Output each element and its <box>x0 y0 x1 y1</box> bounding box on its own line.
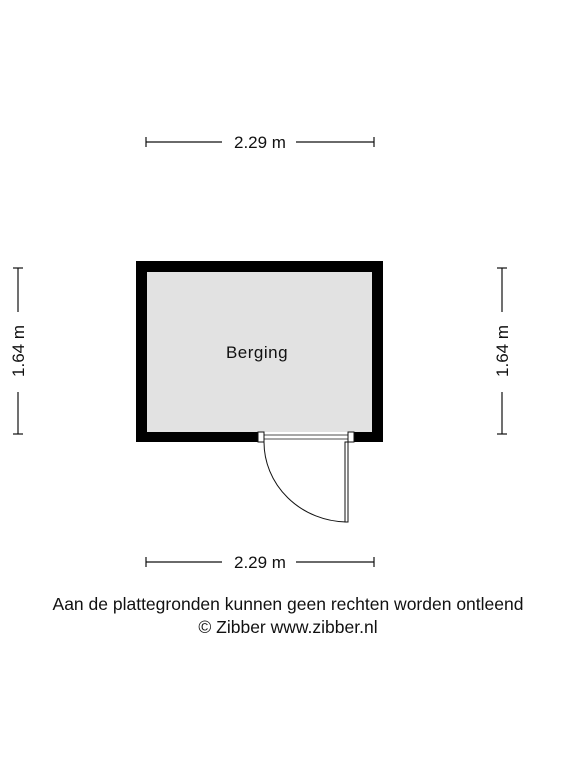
disclaimer-text: Aan de plattegronden kunnen geen rechten… <box>52 594 524 614</box>
right-dimension: 1.64 m <box>493 267 512 435</box>
door-jamb-left <box>257 431 265 443</box>
bottom-dimension-label: 2.29 m <box>234 553 286 572</box>
left-dimension-label: 1.64 m <box>9 325 28 377</box>
left-dimension: 1.64 m <box>9 267 28 435</box>
door-jamb-right <box>347 431 355 443</box>
copyright-text: © Zibber www.zibber.nl <box>198 617 378 637</box>
room-floor <box>147 272 372 432</box>
bottom-dimension: 2.29 m <box>145 553 375 572</box>
room-label: Berging <box>226 343 288 362</box>
right-dimension-label: 1.64 m <box>493 325 512 377</box>
top-dimension: 2.29 m <box>145 133 375 152</box>
door-opening <box>258 432 354 442</box>
door-leaf <box>344 441 349 523</box>
room-berging: Berging <box>136 261 383 523</box>
door-swing-arc <box>263 441 347 523</box>
top-dimension-label: 2.29 m <box>234 133 286 152</box>
